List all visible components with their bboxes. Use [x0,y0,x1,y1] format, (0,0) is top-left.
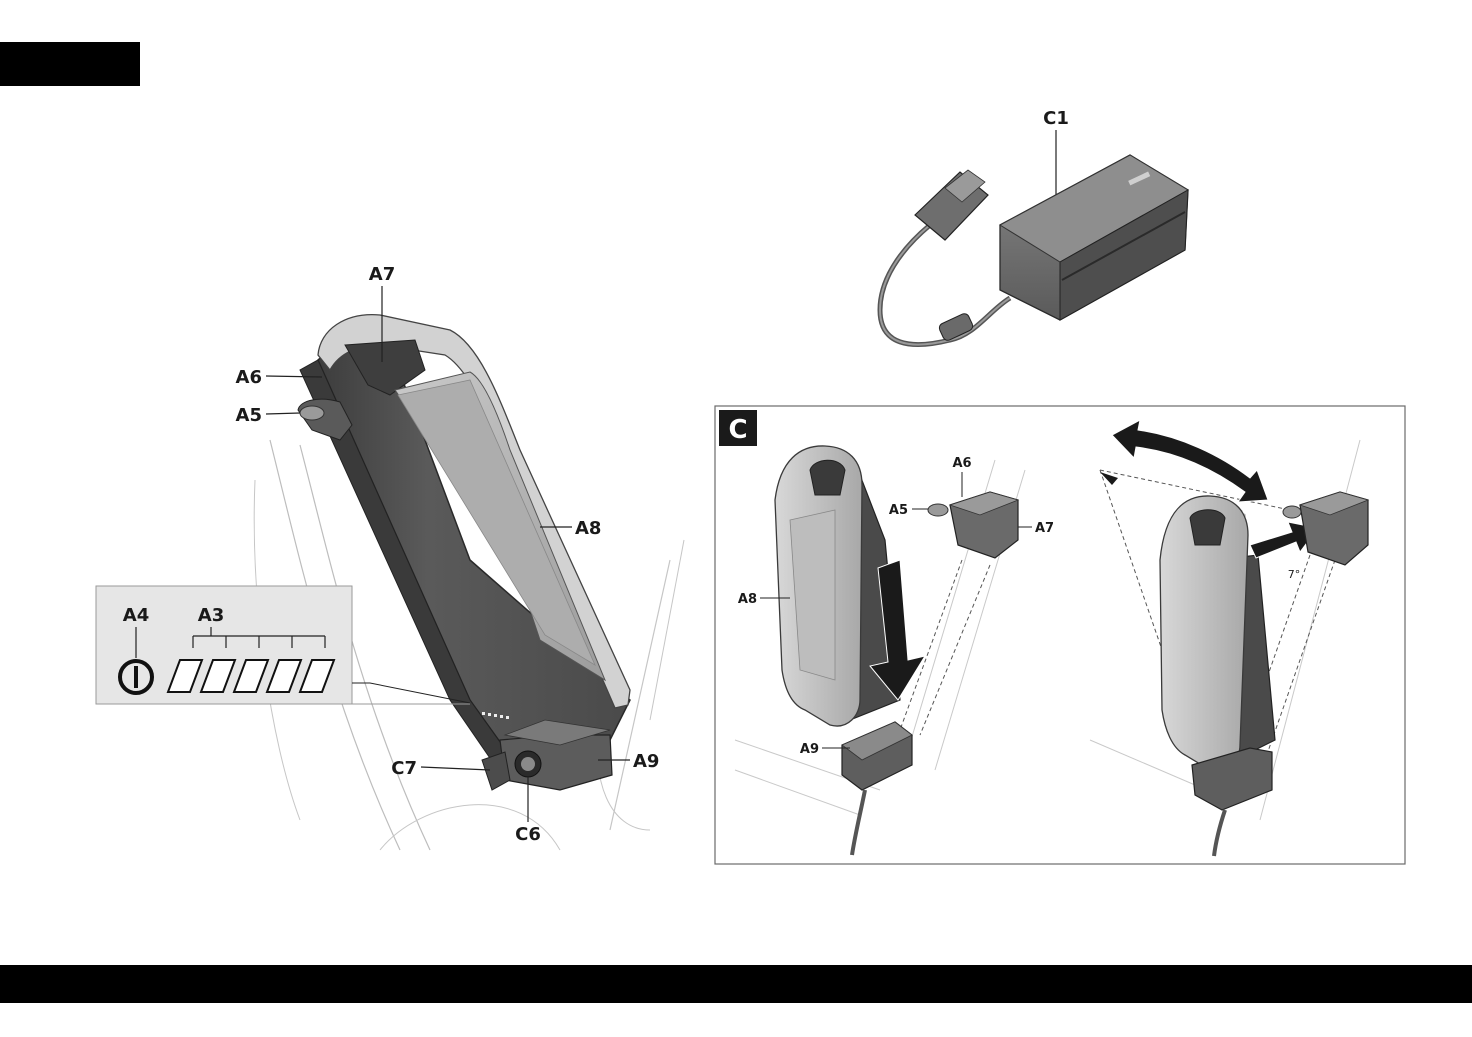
battery-figure-left: A7 A6 A5 A8 C7 C6 A9 [236,264,684,850]
label-a8: A8 [575,518,601,539]
label-a6: A6 [236,367,262,388]
label-a7: A7 [369,264,395,285]
figure-c-panel: C [715,406,1405,864]
label-c1: C1 [1043,108,1069,129]
battery-handle [1190,510,1225,545]
label-a5: A5 [889,503,908,518]
label-a4: A4 [123,605,149,626]
label-a3: A3 [198,605,224,626]
label-a8: A8 [738,592,757,607]
key-a5 [300,406,324,420]
label-angle: 7° [1288,568,1301,581]
label-a7: A7 [1035,521,1054,536]
socket-cap [482,752,510,790]
label-c7: C7 [391,758,417,779]
key [1283,506,1301,518]
ferrite-core [938,312,975,342]
battery-handle [810,460,845,495]
label-a9: A9 [633,751,659,772]
charger-figure: C1 [880,108,1188,345]
key-a5 [928,504,948,516]
label-a5: A5 [236,405,262,426]
label-a9: A9 [800,742,819,757]
panel-letter: C [728,415,747,445]
label-a6: A6 [952,456,971,471]
label-c6: C6 [515,824,541,845]
frame-line [650,540,684,720]
